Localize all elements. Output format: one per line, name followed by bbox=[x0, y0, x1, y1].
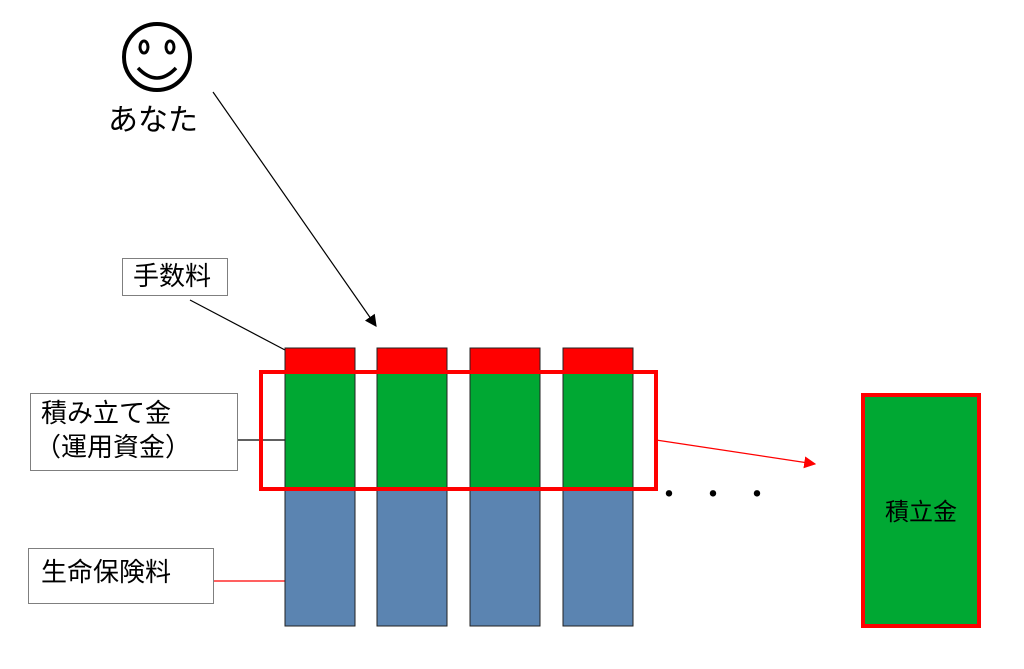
insurance-label-box: 生命保険料 bbox=[28, 548, 214, 604]
column-2-insurance-segment bbox=[376, 488, 448, 627]
savings-label-box: 積み立て金 （運用資金） bbox=[30, 393, 238, 471]
fee-label: 手数料 bbox=[133, 262, 212, 292]
premium-columns bbox=[284, 347, 634, 627]
accumulated-fund-label: 積立金 bbox=[885, 498, 957, 526]
savings-highlight-frame bbox=[259, 370, 658, 491]
fund-arrow bbox=[655, 439, 817, 469]
column-1-insurance-segment bbox=[284, 488, 356, 627]
savings-label-line2: （運用資金） bbox=[35, 433, 192, 463]
column-1-fee-segment bbox=[284, 347, 356, 373]
accumulated-fund-block bbox=[861, 393, 981, 628]
column-2-savings-segment bbox=[376, 371, 448, 490]
column-1-savings-segment bbox=[284, 371, 356, 490]
you-label: あなた bbox=[108, 103, 198, 138]
column-3-savings-segment bbox=[469, 371, 541, 490]
user-arrow bbox=[212, 91, 377, 327]
column-4-insurance-segment bbox=[562, 488, 634, 627]
insurance-label: 生命保険料 bbox=[41, 558, 172, 588]
fee-leader-line bbox=[189, 299, 286, 351]
column-3-fee-segment bbox=[469, 347, 541, 373]
column-2-fee-segment bbox=[376, 347, 448, 373]
column-4-fee-segment bbox=[562, 347, 634, 373]
column-3-insurance-segment bbox=[469, 488, 541, 627]
column-4-savings-segment bbox=[562, 371, 634, 490]
fee-label-box: 手数料 bbox=[122, 258, 228, 296]
continuation-ellipsis: ・・・ bbox=[654, 478, 786, 513]
savings-label-line1: 積み立て金 bbox=[41, 399, 172, 429]
smiley-face-icon bbox=[122, 22, 192, 92]
